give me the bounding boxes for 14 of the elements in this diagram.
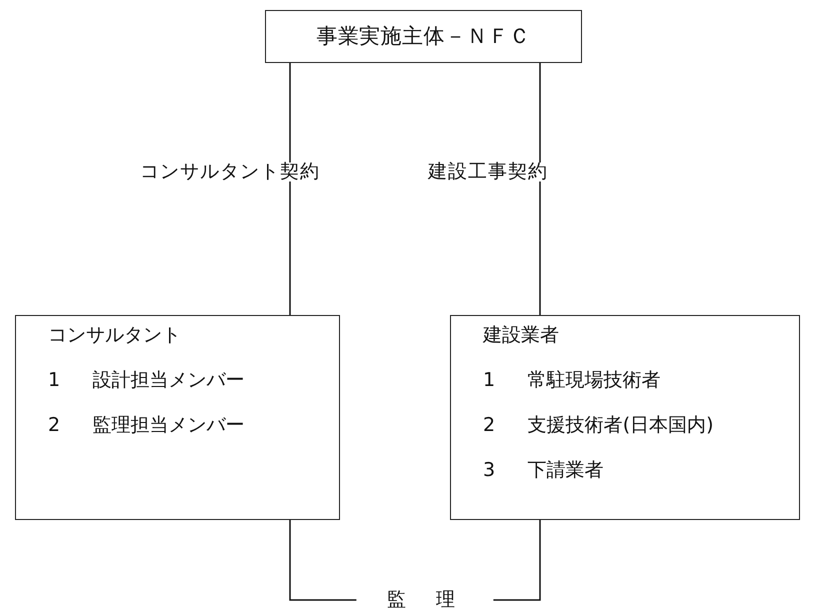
organization-box [450,315,800,520]
header-box [265,10,582,63]
organization-box [15,315,340,520]
list-item: 3 下請業者 [483,461,605,480]
list-item: 2 支援技術者(日本国内) [483,416,715,435]
list-item: 1 設計担当メンバー [48,371,246,390]
edge-label: 監理 [356,590,494,610]
connector-line [289,63,291,315]
connector-line [539,63,541,315]
box-title: コンサルタント [48,326,182,345]
box-title: 建設業者 [483,326,560,345]
list-item: 1 常駐現場技術者 [483,371,662,390]
list-item: 2 監理担当メンバー [48,416,246,435]
box-title: 事業実施主体－ＮＦＣ [316,26,531,47]
